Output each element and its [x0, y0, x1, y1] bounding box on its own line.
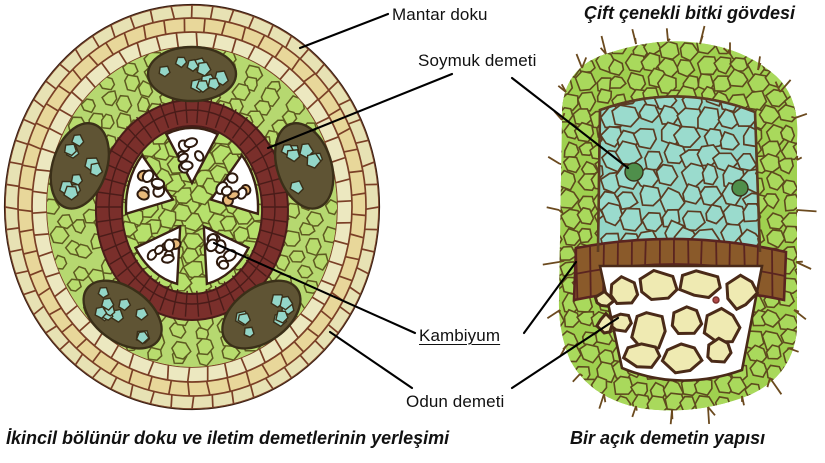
vascular-bundle — [146, 45, 238, 186]
label-mantar-doku: Mantar doku — [392, 5, 488, 24]
label-odun-demeti: Odun demeti — [406, 392, 505, 411]
vascular-bundle — [202, 224, 302, 350]
vascular-bundle — [209, 122, 335, 216]
leader-odun-right — [510, 316, 620, 390]
leader-soymuk-left — [266, 72, 454, 150]
left-figure-dicot-stem — [3, 3, 381, 411]
caption-left-figure: İkincil bölünür doku ve iletim demetleri… — [6, 428, 450, 448]
leader-kambiyum-right — [522, 260, 578, 335]
vascular-bundle — [82, 224, 182, 350]
ground-tissue-fringe — [542, 25, 817, 425]
vascular-bundles-left — [49, 45, 335, 350]
title-right-figure: Çift çenekli bitki gövdesi — [584, 3, 796, 23]
leader-mantar — [298, 12, 390, 50]
caption-right-figure: Bir açık demetin yapısı — [570, 428, 766, 448]
leader-kambiyum-left — [212, 241, 417, 335]
label-kambiyum: Kambiyum — [419, 326, 501, 345]
phloem-arc-outline — [596, 95, 762, 253]
leader-odun-left — [328, 330, 414, 390]
xylem-region-right — [593, 264, 764, 382]
leader-soymuk-right — [510, 76, 630, 170]
right-figure-open-bundle — [542, 25, 817, 425]
label-soymuk-demeti: Soymuk demeti — [418, 51, 537, 70]
vascular-bundle — [49, 122, 175, 216]
leader-lines — [212, 12, 630, 390]
